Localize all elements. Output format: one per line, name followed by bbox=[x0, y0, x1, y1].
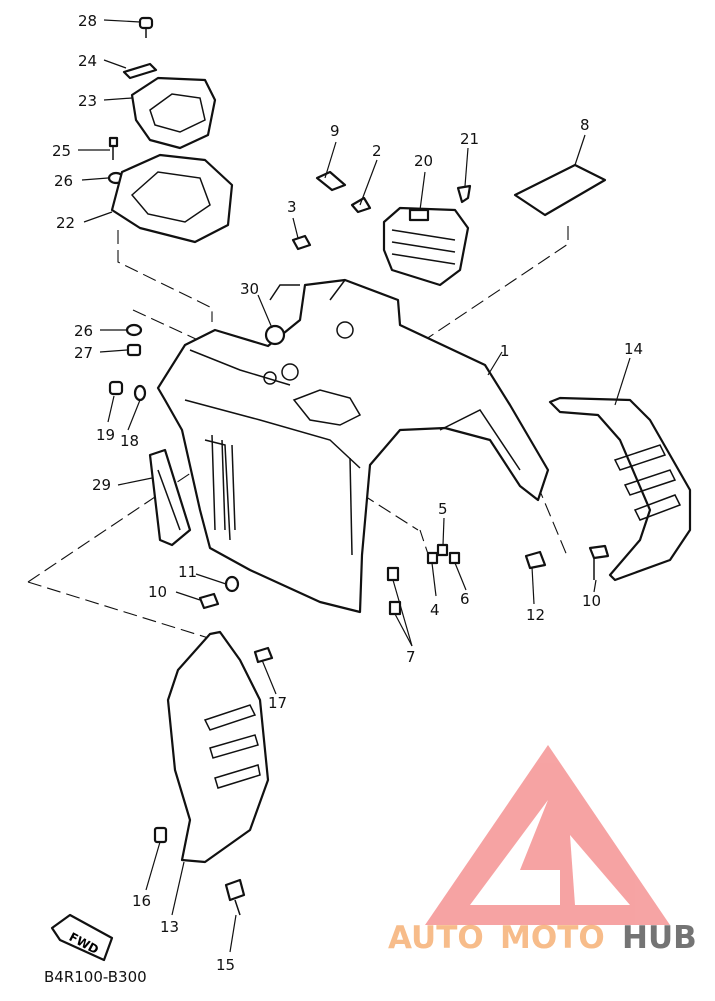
diagram-code: B4R100-B300 bbox=[44, 968, 147, 986]
callout-15: 15 bbox=[216, 956, 235, 974]
callout-8: 8 bbox=[580, 116, 590, 134]
watermark-auto: AUTO bbox=[388, 920, 484, 956]
bushing-16 bbox=[153, 826, 168, 844]
battery-20 bbox=[382, 206, 470, 287]
callout-23: 23 bbox=[78, 92, 97, 110]
clip-3 bbox=[291, 234, 312, 251]
callout-10-right: 10 bbox=[582, 592, 601, 610]
plate-24 bbox=[122, 62, 158, 80]
grommet-30 bbox=[264, 324, 286, 346]
callout-30: 30 bbox=[240, 280, 259, 298]
callout-2: 2 bbox=[372, 142, 382, 160]
callout-25: 25 bbox=[52, 142, 71, 160]
callout-20: 20 bbox=[414, 152, 433, 170]
main-shroud bbox=[156, 278, 550, 614]
panel-22 bbox=[110, 153, 234, 244]
callout-26-mid: 26 bbox=[74, 322, 93, 340]
callout-7: 7 bbox=[406, 648, 416, 666]
bracket-29 bbox=[148, 448, 192, 547]
callout-28: 28 bbox=[78, 12, 97, 30]
callout-3: 3 bbox=[287, 198, 297, 216]
callout-12: 12 bbox=[526, 606, 545, 624]
watermark-hub: HUB bbox=[622, 920, 697, 956]
callout-1: 1 bbox=[500, 342, 510, 360]
callout-19: 19 bbox=[96, 426, 115, 444]
callout-4: 4 bbox=[430, 601, 440, 619]
callout-numbers: 28 24 23 25 26 22 9 2 20 21 8 3 30 26 27… bbox=[52, 12, 643, 974]
bolt-25 bbox=[108, 136, 119, 160]
callout-9: 9 bbox=[330, 122, 340, 140]
bolt-17 bbox=[253, 646, 274, 664]
nut-19 bbox=[108, 380, 124, 396]
watermark-text: AUTO MOTO HUB bbox=[388, 920, 697, 956]
callout-17: 17 bbox=[268, 694, 287, 712]
callout-5: 5 bbox=[438, 500, 448, 518]
callout-11: 11 bbox=[178, 563, 197, 581]
callout-18: 18 bbox=[120, 432, 139, 450]
callout-6: 6 bbox=[460, 590, 470, 608]
callout-29: 29 bbox=[92, 476, 111, 494]
screw-28 bbox=[138, 16, 154, 38]
bolt-15 bbox=[224, 878, 246, 916]
fwd-arrow-icon: FWD bbox=[50, 913, 114, 962]
callout-27: 27 bbox=[74, 344, 93, 362]
rivet-21 bbox=[456, 184, 472, 204]
callout-26-top: 26 bbox=[54, 172, 73, 190]
cover-23 bbox=[130, 76, 217, 150]
washer-18 bbox=[133, 384, 147, 402]
callout-21: 21 bbox=[460, 130, 479, 148]
callout-10-left: 10 bbox=[148, 583, 167, 601]
callout-16: 16 bbox=[132, 892, 151, 910]
callout-24: 24 bbox=[78, 52, 97, 70]
clip-2 bbox=[350, 196, 372, 214]
callout-leaders bbox=[78, 19, 631, 953]
nut-27 bbox=[126, 343, 142, 357]
watermark-logo bbox=[425, 745, 670, 925]
callout-14: 14 bbox=[624, 340, 643, 358]
clip-9 bbox=[315, 170, 347, 192]
callout-22: 22 bbox=[56, 214, 75, 232]
side-cover-right-14 bbox=[548, 396, 692, 582]
watermark-moto: MOTO bbox=[500, 920, 605, 956]
sheet-8 bbox=[513, 163, 607, 217]
side-cover-left-13 bbox=[166, 630, 270, 864]
washer-26b bbox=[125, 323, 143, 337]
callout-13: 13 bbox=[160, 918, 179, 936]
